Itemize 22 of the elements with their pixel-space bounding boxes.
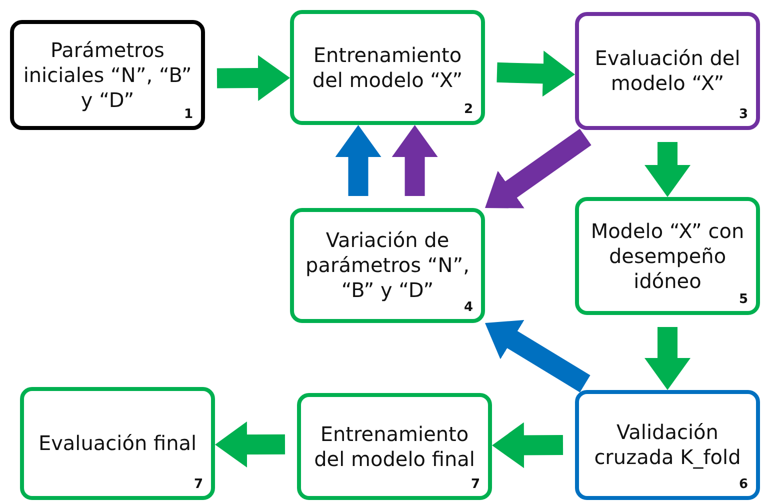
step-number: 3 bbox=[738, 107, 748, 122]
box-label: Evaluación final bbox=[37, 431, 198, 456]
process-box bbox=[20, 387, 215, 500]
step-number: 5 bbox=[738, 292, 748, 307]
process-box bbox=[290, 10, 485, 125]
process-box bbox=[290, 208, 485, 323]
process-box bbox=[575, 12, 760, 130]
box-label: Modelo “X” con desempeño idóneo bbox=[590, 218, 746, 294]
box-label: Entrenamiento del modelo “X” bbox=[311, 42, 464, 92]
box-label: Validación cruzada K_fold bbox=[593, 420, 742, 470]
process-box bbox=[297, 393, 492, 500]
process-box bbox=[575, 197, 760, 315]
step-number: 4 bbox=[464, 300, 473, 315]
box-label: Variación de parámetros “N”, “B” y “D” bbox=[304, 228, 470, 302]
box-label: Entrenamiento del modelo final bbox=[313, 422, 476, 472]
step-number: 7 bbox=[470, 477, 480, 492]
step-number: 2 bbox=[464, 102, 473, 117]
box-label: Evaluación del modelo “X” bbox=[594, 46, 742, 96]
step-number: 7 bbox=[194, 477, 203, 492]
process-box bbox=[575, 390, 760, 500]
step-number: 6 bbox=[738, 477, 748, 492]
process-box bbox=[10, 20, 205, 130]
